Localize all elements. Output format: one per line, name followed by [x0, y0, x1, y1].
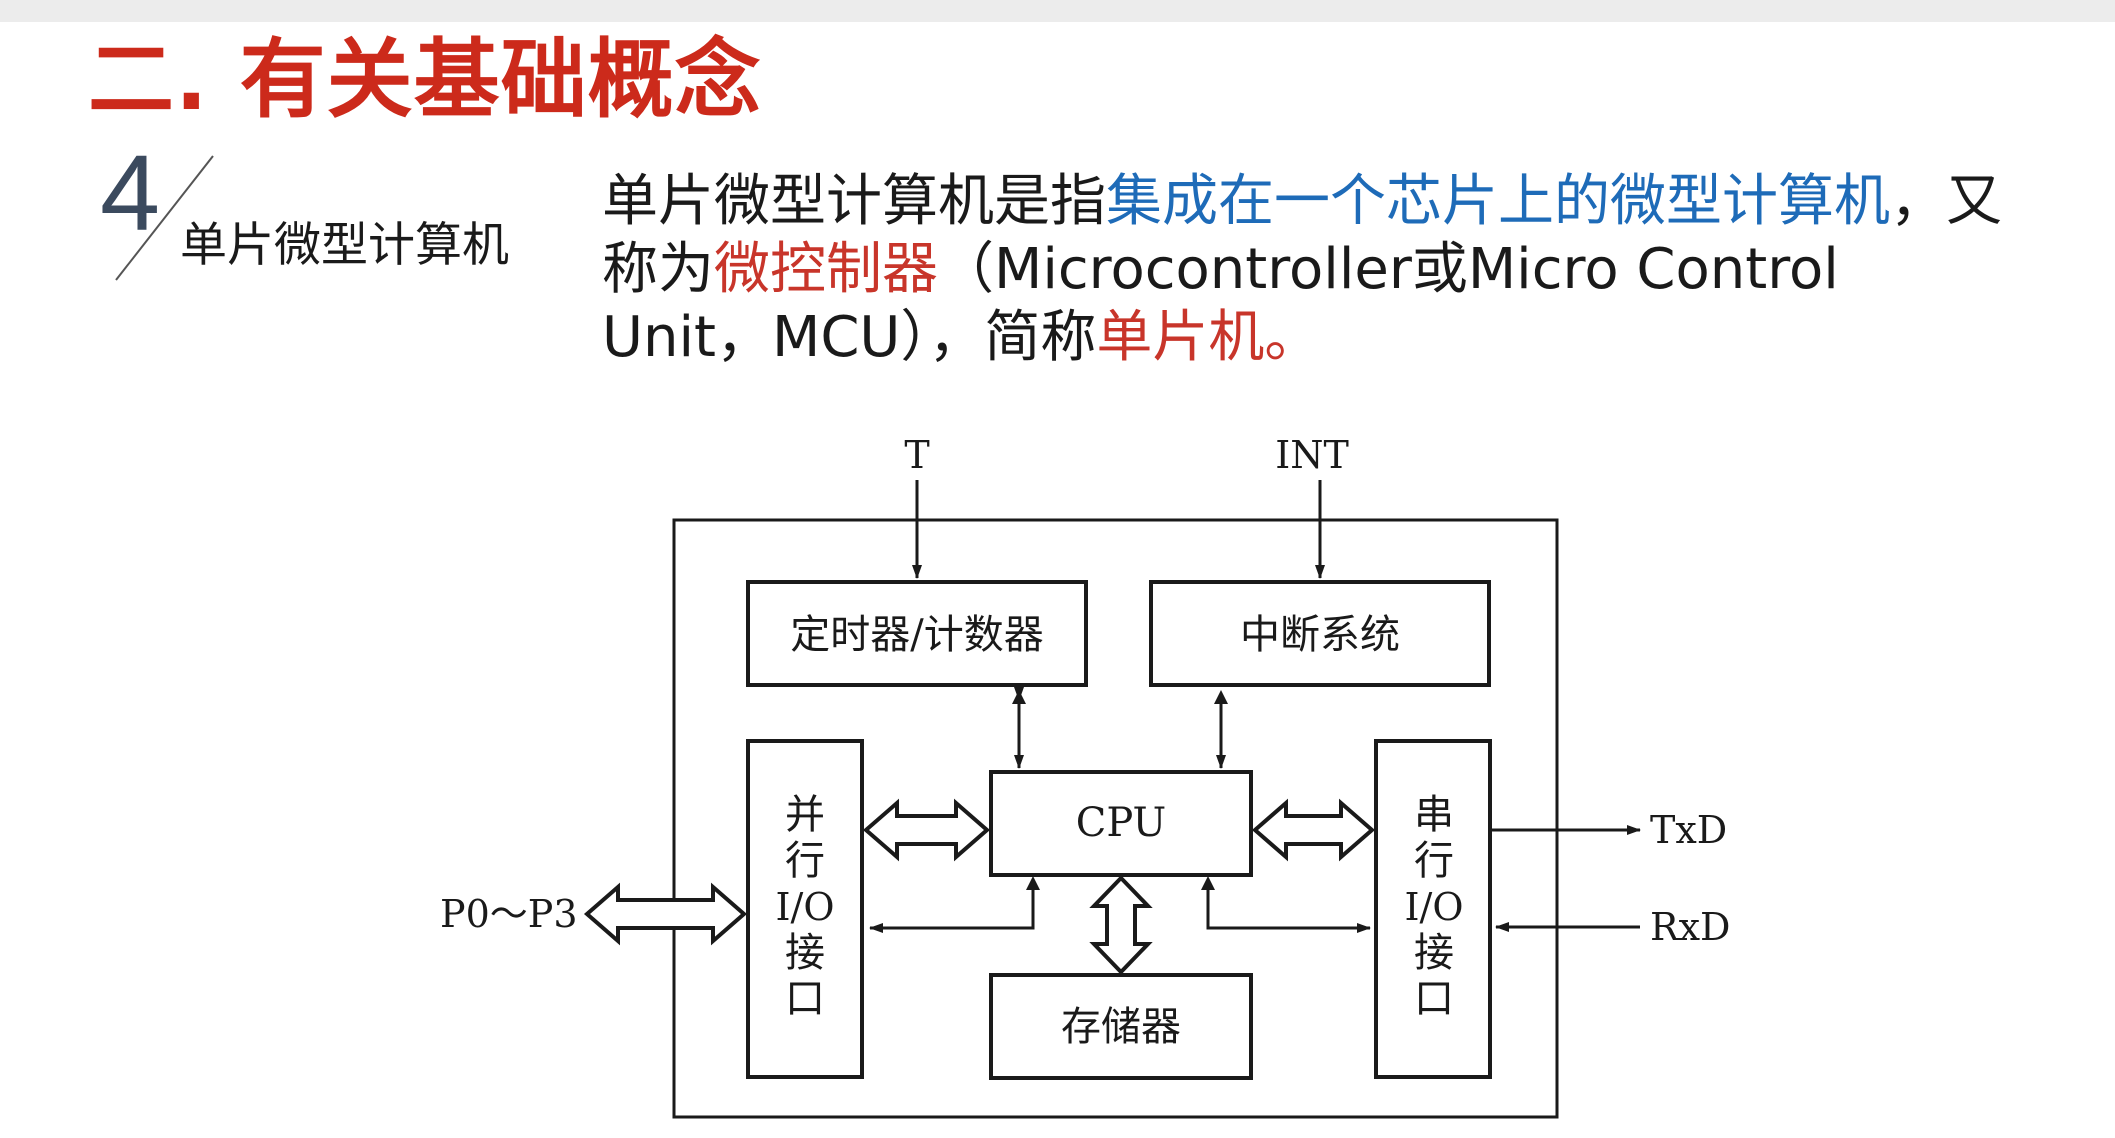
ports-label: P0～P3	[440, 892, 578, 936]
mcu-block-diagram: T INT 定时器/计数器 中断系统 CPU 并 行 I/O 接 口 串 行 I…	[440, 433, 1731, 1119]
cpu-label: CPU	[1076, 800, 1167, 846]
ports-bus-arrow	[583, 882, 748, 946]
para-part-3: （Microcontroller或Micro Control Unit，MCU）…	[602, 237, 1839, 370]
section-divider	[115, 155, 214, 281]
parallel-io-char-1: 并	[785, 792, 825, 838]
parallel-io-block	[746, 739, 864, 1079]
para-highlight-integrated: 集成在一个芯片上的微型计算机	[1106, 169, 1890, 234]
timer-counter-block	[746, 580, 1088, 687]
cpu-parallel-control-line	[869, 880, 1035, 933]
cpu-serial-bus-arrow	[1251, 798, 1376, 862]
serial-io-char-1: 串	[1414, 792, 1454, 838]
serial-io-block	[1374, 739, 1492, 1079]
interrupt-system-block	[1149, 580, 1491, 687]
interrupt-system-label: 中断系统	[1240, 612, 1400, 658]
serial-io-char-4: 接	[1414, 930, 1454, 976]
memory-block	[989, 973, 1253, 1080]
section-label: 单片微型计算机	[180, 218, 509, 273]
parallel-cpu-bus-arrow	[862, 798, 991, 862]
cpu-serial-control-arrowhead	[1201, 876, 1215, 890]
top-bar	[0, 0, 2115, 22]
para-highlight-mcu: 单片机。	[1096, 305, 1321, 370]
cpu-serial-control-line	[1206, 880, 1371, 933]
serial-io-char-2: 行	[1414, 838, 1454, 884]
parallel-io-char-5: 口	[785, 976, 825, 1022]
input-t-label: T	[904, 433, 929, 477]
timer-counter-label: 定时器/计数器	[790, 612, 1043, 658]
input-int-label: INT	[1275, 433, 1349, 477]
para-highlight-microcontroller: 微控制器	[714, 237, 938, 302]
memory-label: 存储器	[1061, 1004, 1181, 1050]
cpu-block	[989, 770, 1253, 877]
slide-title: 二. 有关基础概念	[88, 30, 762, 130]
definition-paragraph: 单片微型计算机是指集成在一个芯片上的微型计算机，又称为微控制器（Microcon…	[602, 168, 2022, 372]
interrupt-cpu-arrowhead-up	[1214, 690, 1228, 704]
cpu-parallel-control-arrowhead	[1026, 876, 1040, 890]
txd-label: TxD	[1650, 808, 1727, 852]
parallel-io-char-2: 行	[785, 838, 825, 884]
para-part-1: 单片微型计算机是指	[602, 169, 1106, 234]
rxd-label: RxD	[1650, 905, 1731, 949]
serial-io-char-3: I/O	[1405, 885, 1464, 929]
para-part-2: ，又称为	[602, 169, 2002, 302]
parallel-io-char-4: 接	[785, 930, 825, 976]
serial-io-char-5: 口	[1414, 976, 1454, 1022]
cpu-memory-bus-arrow	[1089, 875, 1153, 975]
section-number: 4	[100, 132, 161, 253]
parallel-io-char-3: I/O	[776, 885, 835, 929]
timer-cpu-arrowhead-up	[1012, 690, 1026, 704]
